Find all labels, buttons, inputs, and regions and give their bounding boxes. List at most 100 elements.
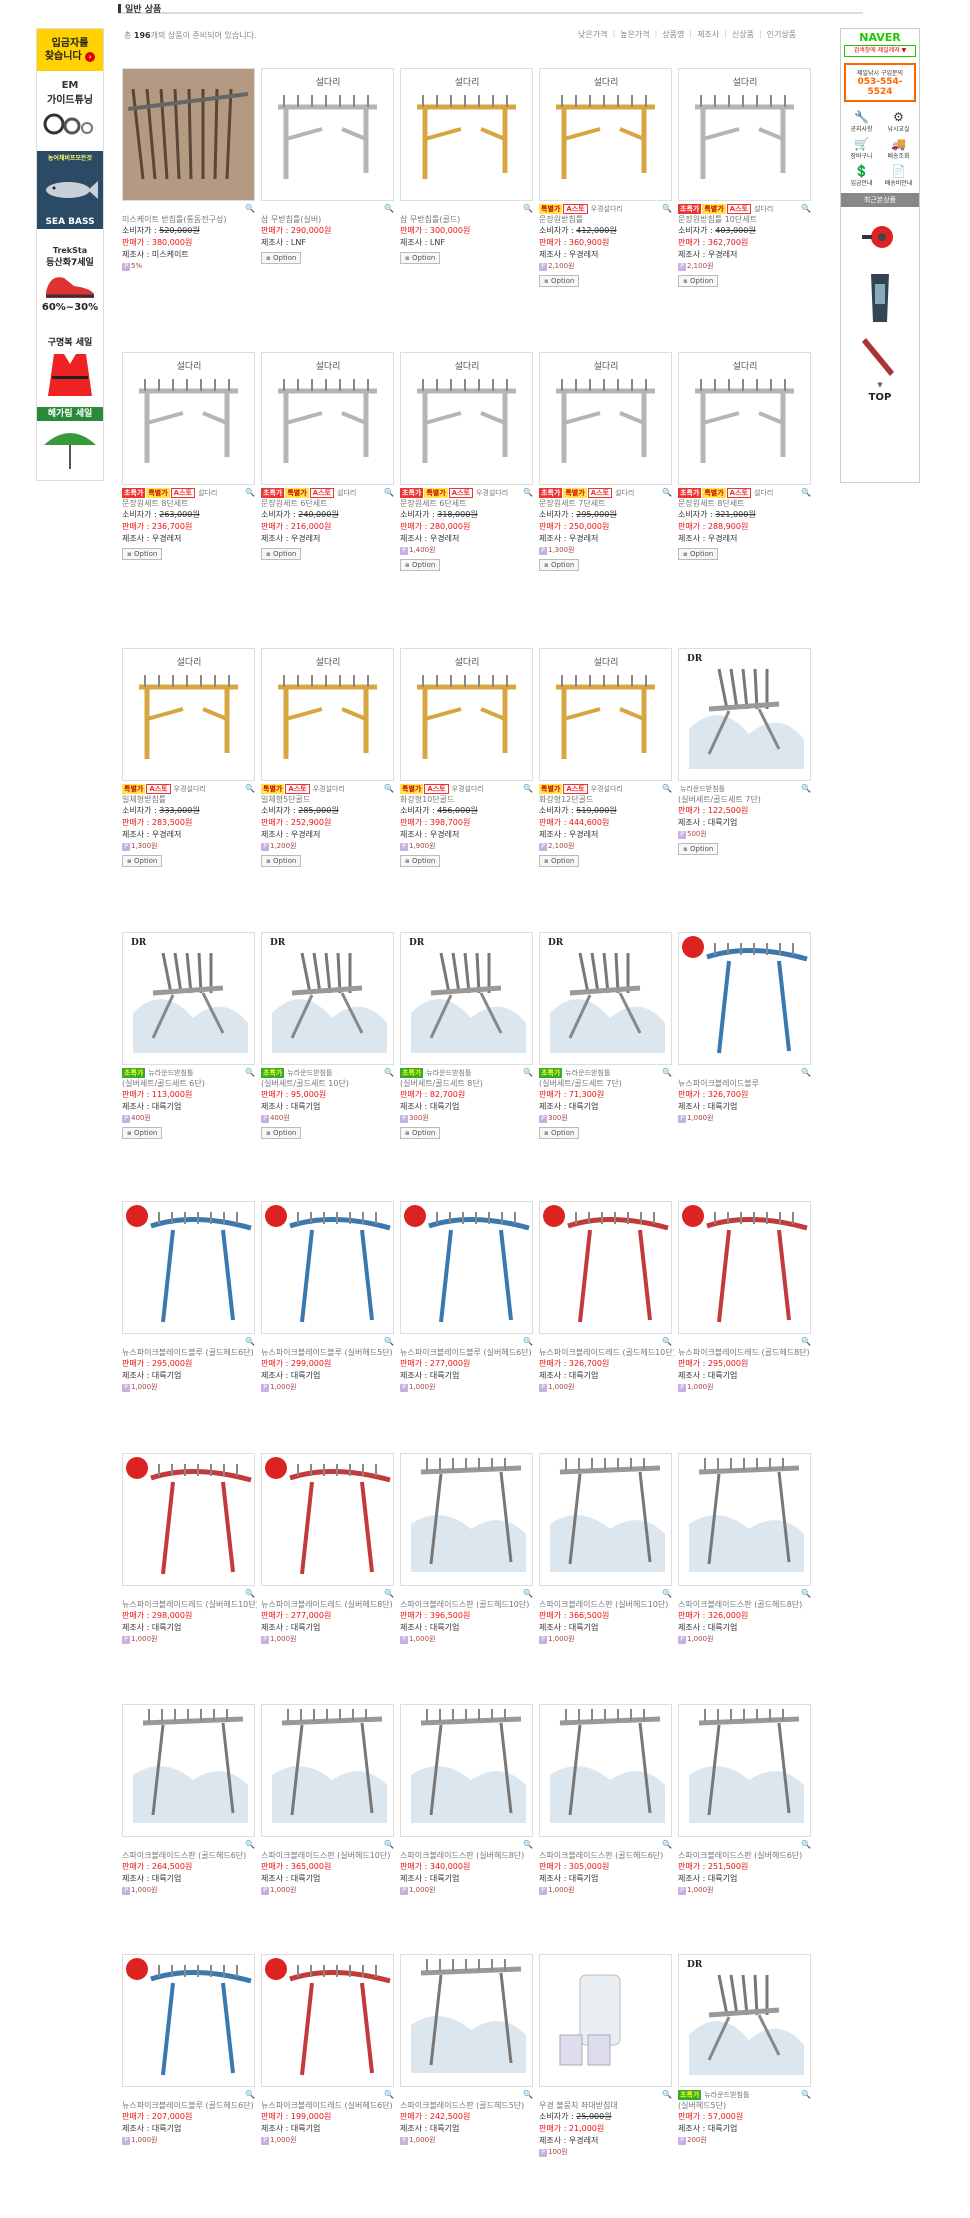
product-name[interactable]: 스파이크블레이드스판 (실버헤드8단) bbox=[400, 1851, 525, 1860]
product-thumbnail[interactable]: DR bbox=[539, 932, 672, 1065]
product-name[interactable]: 스파이크블레이드스판 (골드헤드5단) bbox=[400, 2101, 525, 2110]
zoom-icon[interactable]: 🔍 bbox=[245, 1589, 255, 1598]
zoom-icon[interactable]: 🔍 bbox=[384, 1337, 394, 1346]
umbrella-banner[interactable]: 헤가림 세일 bbox=[37, 407, 103, 480]
product-name[interactable]: 스파이크블레이드스판 (골드헤드6단) bbox=[539, 1851, 664, 1860]
product-name[interactable]: 문장원받침틀 bbox=[539, 215, 584, 224]
product-thumbnail[interactable] bbox=[678, 1704, 811, 1837]
sort-new[interactable]: 신상품 bbox=[731, 30, 754, 39]
cart-link[interactable]: 🛒장바구니 bbox=[843, 137, 880, 160]
product-thumbnail[interactable]: 설다리 bbox=[261, 68, 394, 201]
product-thumbnail[interactable] bbox=[400, 1453, 533, 1586]
zoom-icon[interactable]: 🔍 bbox=[801, 1589, 811, 1598]
zoom-icon[interactable]: 🔍 bbox=[384, 488, 394, 497]
option-button[interactable]: Option bbox=[261, 855, 302, 867]
zoom-icon[interactable]: 🔍 bbox=[801, 1337, 811, 1346]
product-thumbnail[interactable] bbox=[539, 1954, 672, 2087]
delivery-link[interactable]: 🚚배송조회 bbox=[880, 137, 917, 160]
product-name[interactable]: 뉴스파이크블레이드레드 (골드헤드10단) bbox=[539, 1348, 674, 1357]
zoom-icon[interactable]: 🔍 bbox=[801, 1068, 811, 1077]
shipping-fee-link[interactable]: 📄배송비안내 bbox=[880, 164, 917, 187]
product-name[interactable]: 화강형12단골드 bbox=[539, 795, 594, 804]
zoom-icon[interactable]: 🔍 bbox=[523, 488, 533, 497]
product-thumbnail[interactable] bbox=[261, 1954, 394, 2087]
zoom-icon[interactable]: 🔍 bbox=[801, 1840, 811, 1849]
zoom-icon[interactable]: 🔍 bbox=[523, 1337, 533, 1346]
zoom-icon[interactable]: 🔍 bbox=[523, 784, 533, 793]
product-thumbnail[interactable]: DR bbox=[678, 1954, 811, 2087]
option-button[interactable]: Option bbox=[539, 275, 580, 287]
zoom-icon[interactable]: 🔍 bbox=[662, 204, 672, 213]
vest-banner[interactable]: 구명복 세일 bbox=[37, 329, 103, 407]
product-thumbnail[interactable] bbox=[539, 1704, 672, 1837]
notice-link[interactable]: 🔧공지사항 bbox=[843, 110, 880, 133]
option-button[interactable]: Option bbox=[400, 1127, 441, 1139]
product-name[interactable]: 삼 무받침틀(골드) bbox=[400, 215, 461, 224]
product-thumbnail[interactable] bbox=[400, 1954, 533, 2087]
zoom-icon[interactable]: 🔍 bbox=[523, 204, 533, 213]
product-thumbnail[interactable] bbox=[261, 1453, 394, 1586]
product-thumbnail[interactable]: 설다리 bbox=[400, 648, 533, 781]
recent-item-bag[interactable] bbox=[841, 267, 919, 329]
product-name[interactable]: 뉴스파이크블레이드블루 (실버헤드6단) bbox=[400, 1348, 532, 1357]
product-name[interactable]: 일체형5단골드 bbox=[261, 795, 311, 804]
product-name[interactable]: 삼 무받침틀(실버) bbox=[261, 215, 322, 224]
product-thumbnail[interactable]: 설다리 bbox=[539, 68, 672, 201]
sort-maker[interactable]: 제조사 bbox=[697, 30, 720, 39]
product-thumbnail[interactable] bbox=[122, 1201, 255, 1334]
product-name[interactable]: 뉴스파이크블레이드블루 (실버헤드5단) bbox=[261, 1348, 393, 1357]
zoom-icon[interactable]: 🔍 bbox=[384, 1840, 394, 1849]
product-name[interactable]: 화강형10단골드 bbox=[400, 795, 455, 804]
product-thumbnail[interactable]: 설다리 bbox=[400, 352, 533, 485]
product-name[interactable]: 스파이크블레이드스판 (골드헤드10단) bbox=[400, 1600, 530, 1609]
deposit-info-link[interactable]: 💲입금안내 bbox=[843, 164, 880, 187]
product-thumbnail[interactable] bbox=[400, 1704, 533, 1837]
zoom-icon[interactable]: 🔍 bbox=[523, 1068, 533, 1077]
product-thumbnail[interactable] bbox=[400, 1201, 533, 1334]
product-thumbnail[interactable]: DR bbox=[678, 648, 811, 781]
option-button[interactable]: Option bbox=[122, 1127, 163, 1139]
zoom-icon[interactable]: 🔍 bbox=[384, 784, 394, 793]
product-thumbnail[interactable]: 설다리 bbox=[539, 648, 672, 781]
option-button[interactable]: Option bbox=[122, 855, 163, 867]
fishing-class-link[interactable]: ⚙낚시교실 bbox=[880, 110, 917, 133]
zoom-icon[interactable]: 🔍 bbox=[801, 204, 811, 213]
sort-name[interactable]: 상품명 bbox=[662, 30, 685, 39]
sort-high-price[interactable]: 높은가격 bbox=[620, 30, 650, 39]
product-name[interactable]: 문장원세트 7단세트 bbox=[539, 499, 606, 508]
zoom-icon[interactable]: 🔍 bbox=[662, 1589, 672, 1598]
product-name[interactable]: 스파이크블레이드스판 (실버헤드10단) bbox=[261, 1851, 391, 1860]
zoom-icon[interactable]: 🔍 bbox=[523, 1589, 533, 1598]
product-name[interactable]: (실버세트/골드세트 8단) bbox=[400, 1079, 483, 1088]
product-thumbnail[interactable]: DR bbox=[400, 932, 533, 1065]
product-thumbnail[interactable] bbox=[122, 68, 255, 201]
zoom-icon[interactable]: 🔍 bbox=[662, 1068, 672, 1077]
product-thumbnail[interactable] bbox=[122, 1954, 255, 2087]
option-button[interactable]: Option bbox=[678, 548, 719, 560]
product-name[interactable]: 스파이크블레이드스판 (실버헤드6단) bbox=[678, 1851, 803, 1860]
naver-search-banner[interactable]: NAVER 검색창에 제일레저 ▼ bbox=[841, 29, 919, 57]
product-thumbnail[interactable] bbox=[539, 1201, 672, 1334]
recent-scroll-down-icon[interactable]: ▼ bbox=[877, 381, 883, 389]
em-guide-banner[interactable]: EM 가이드튜닝 bbox=[37, 71, 103, 151]
zoom-icon[interactable]: 🔍 bbox=[662, 784, 672, 793]
option-button[interactable]: Option bbox=[539, 559, 580, 571]
product-name[interactable]: 스파이크블레이드스판 (골드헤드6단) bbox=[122, 1851, 247, 1860]
